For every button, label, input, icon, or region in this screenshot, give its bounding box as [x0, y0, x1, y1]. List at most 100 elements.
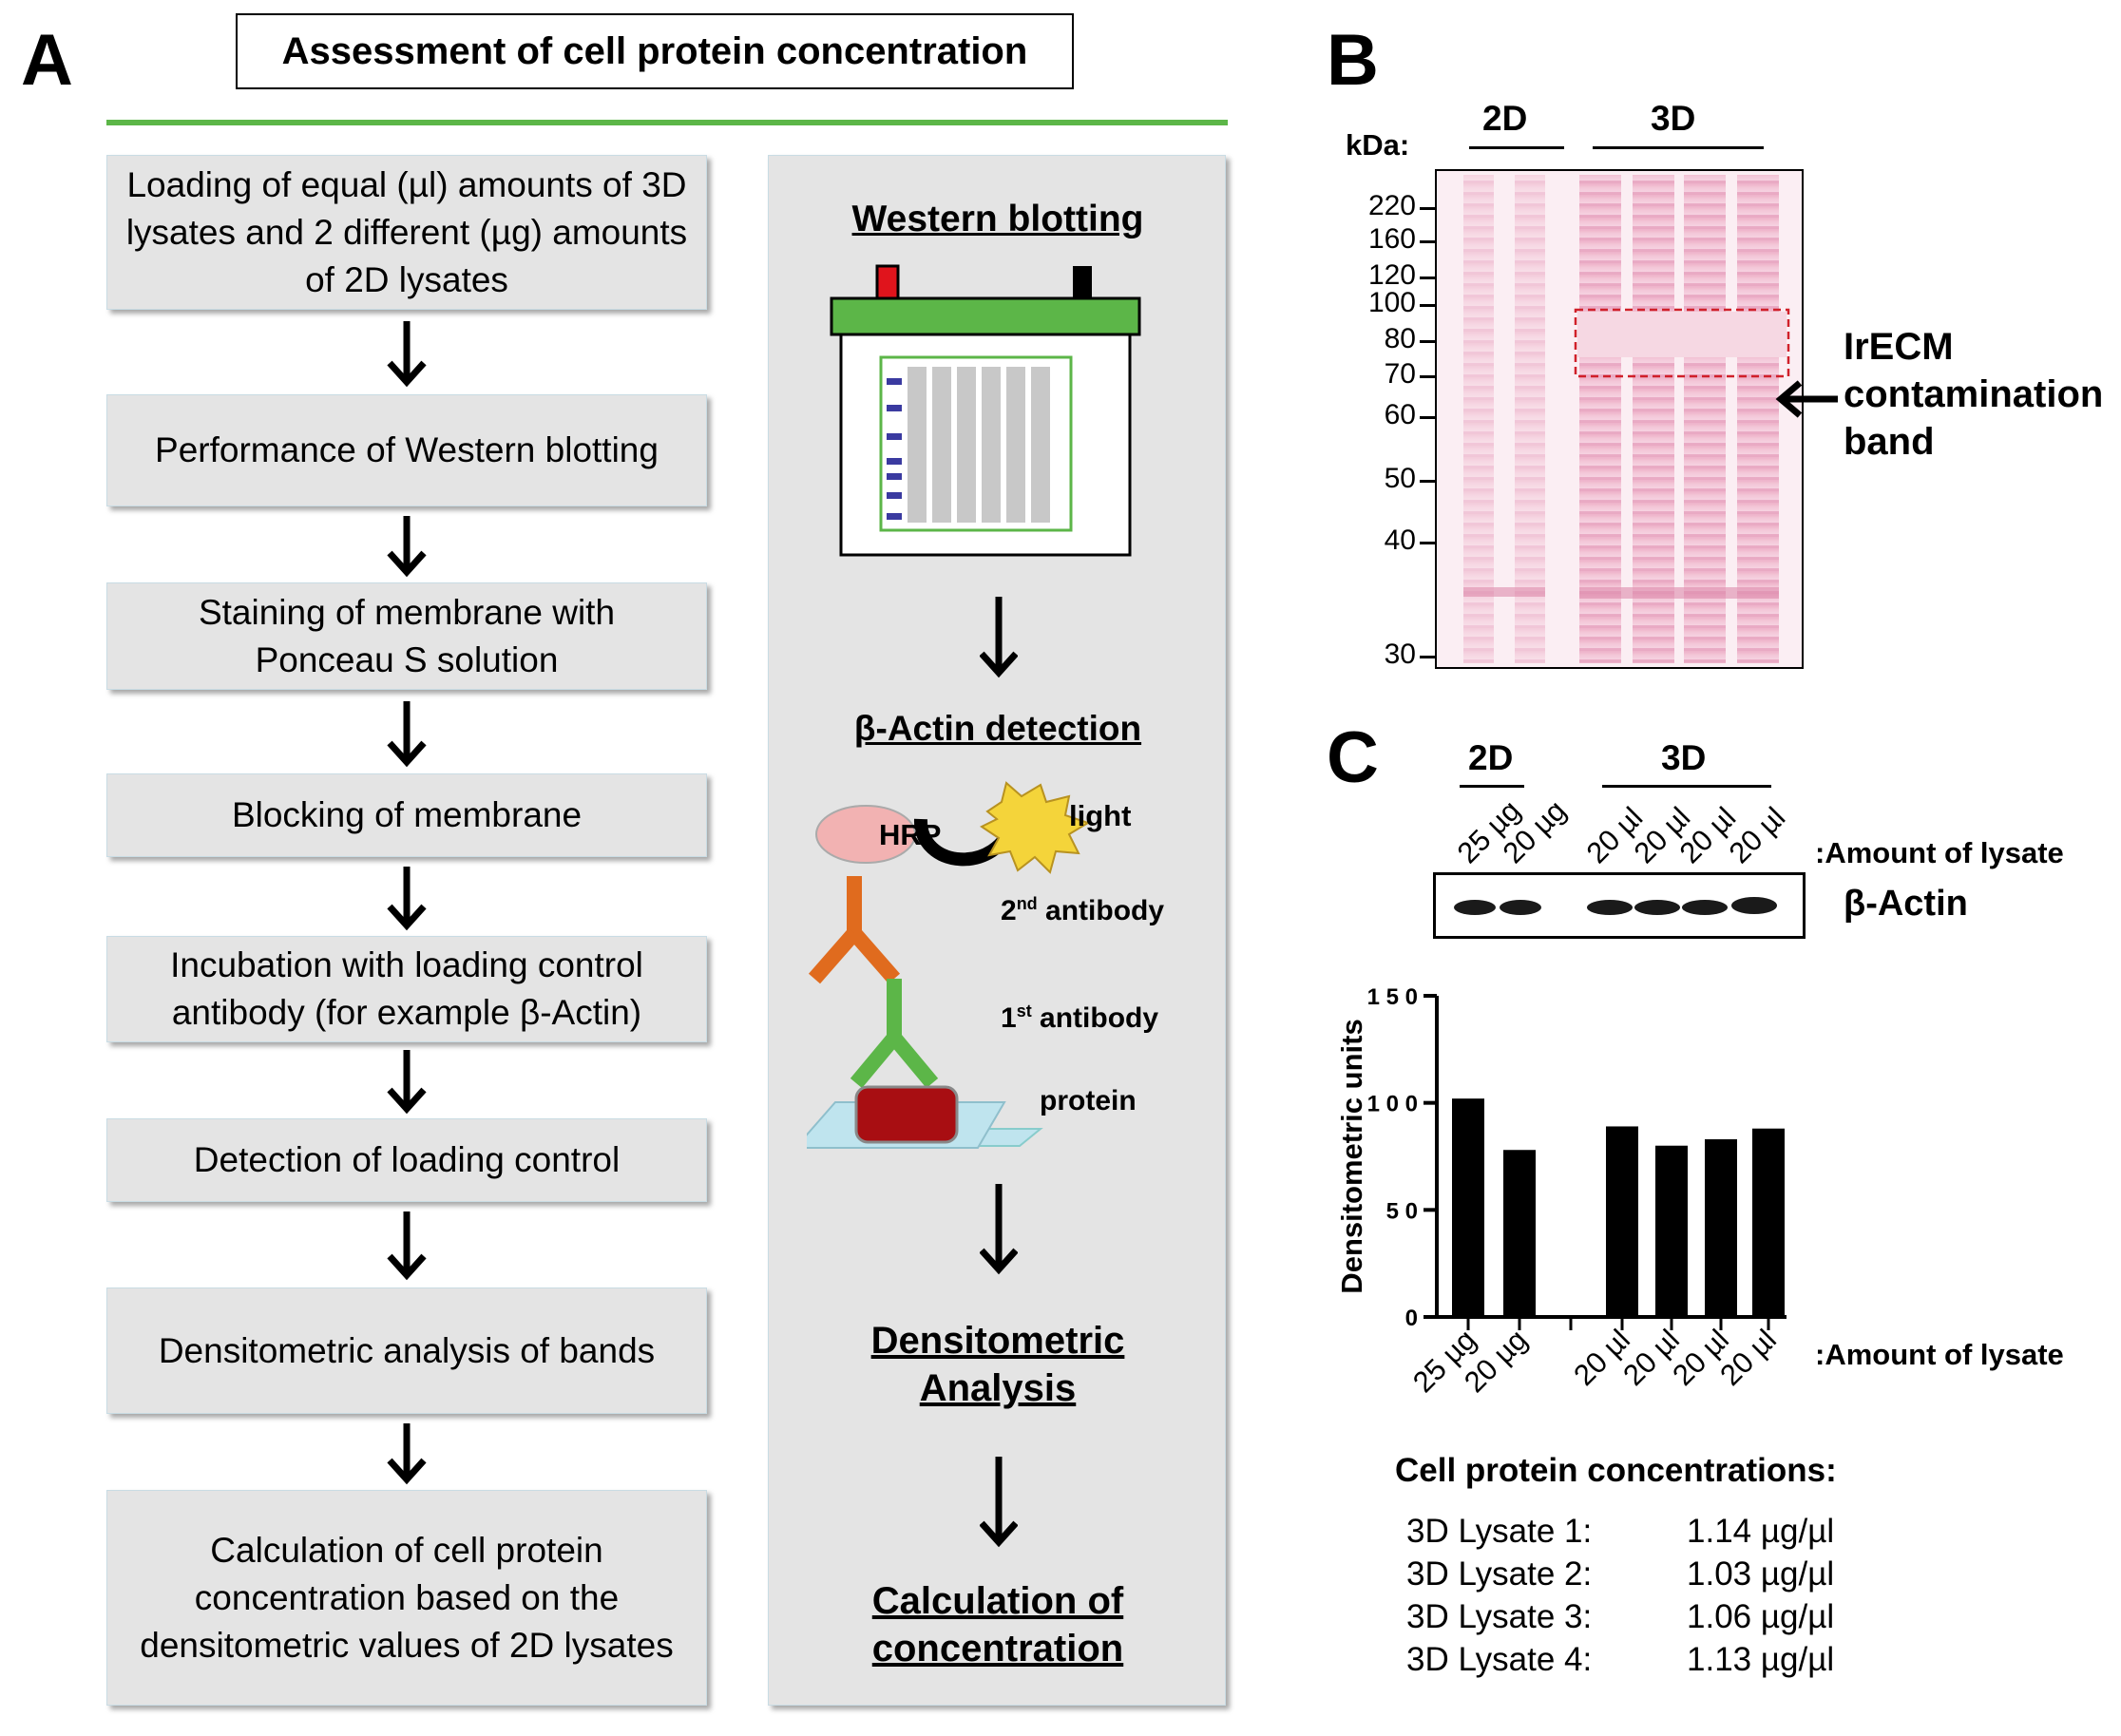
blotting-apparatus-icon	[830, 264, 1141, 557]
flow-step-staining: Staining of membrane with Ponceau S solu…	[106, 582, 707, 690]
hrp-label: HRP	[879, 818, 942, 851]
blot-group-3d: 3D	[1661, 738, 1707, 777]
kda-marker-label: 70	[1384, 358, 1416, 390]
down-arrow-icon	[387, 321, 427, 388]
protein-label: protein	[1040, 1085, 1137, 1116]
calculation-heading: Calculation of concentration	[871, 1580, 1124, 1669]
kda-marker-tick	[1420, 416, 1435, 419]
y-tick-label: 1 5 0	[1367, 984, 1418, 1010]
kda-marker-label: 160	[1367, 223, 1416, 255]
kda-marker-tick	[1420, 207, 1435, 210]
kda-marker-label: 50	[1384, 463, 1416, 494]
blot-group-2d-bar	[1460, 785, 1524, 788]
concentration-value: 1.13 µg/µl	[1687, 1641, 1835, 1678]
flow-step-blocking: Blocking of membrane	[106, 773, 707, 857]
x-tick-label: 20 µl	[1713, 1323, 1783, 1392]
first-antibody-icon	[850, 979, 939, 1089]
concentration-title: Cell protein concentrations:	[1395, 1452, 1837, 1489]
panel-a-letter: A	[21, 20, 73, 101]
down-arrow-icon	[387, 1211, 427, 1281]
group-2d-bar	[1469, 146, 1564, 149]
flow-arrows	[387, 321, 427, 1485]
y-tick-label: 1 0 0	[1367, 1092, 1418, 1117]
kda-marker-label: 60	[1384, 399, 1416, 430]
second-antibody-label: 2nd antibody	[1001, 894, 1165, 926]
panel-a-title: Assessment of cell protein concentration	[236, 13, 1074, 89]
kda-marker-label: 220	[1367, 190, 1416, 221]
chart-amount-label: :Amount of lysate	[1815, 1338, 2064, 1371]
kda-marker-tick	[1420, 656, 1435, 658]
blot-amount-label: :Amount of lysate	[1815, 836, 2064, 869]
concentration-value: 1.14 µg/µl	[1687, 1513, 1835, 1550]
x-tick-label: 20 µl	[1616, 1323, 1686, 1392]
blot-group-2d: 2D	[1468, 738, 1514, 777]
bar	[1655, 1145, 1688, 1317]
kda-marker-label: 120	[1367, 259, 1416, 291]
light-label: light	[1069, 799, 1132, 832]
first-antibody-label: 1st antibody	[1001, 1002, 1159, 1034]
down-arrow-icon	[387, 701, 427, 768]
concentration-value: 1.03 µg/µl	[1687, 1555, 1835, 1593]
irecm-band-label: IrECM contamination band	[1844, 326, 2104, 463]
kda-marker-label: 80	[1384, 323, 1416, 354]
protein-icon	[854, 1085, 959, 1144]
down-arrow-icon	[387, 1423, 427, 1485]
flow-step-incubation: Incubation with loading control antibody…	[106, 936, 707, 1042]
antibody-detection-illustration	[807, 781, 1091, 1149]
down-arrow-icon	[387, 516, 427, 578]
kda-marker-tick	[1420, 375, 1435, 378]
concentration-name: 3D Lysate 2:	[1406, 1555, 1593, 1593]
bar	[1452, 1098, 1484, 1317]
concentration-value: 1.06 µg/µl	[1687, 1598, 1835, 1635]
ponceau-stained-membrane	[1435, 169, 1804, 669]
kda-marker-tick	[1420, 304, 1435, 307]
down-arrow-icon	[387, 867, 427, 931]
y-tick-label: 5 0	[1386, 1198, 1418, 1224]
kda-marker-tick	[1420, 277, 1435, 279]
kda-label: kDa:	[1346, 128, 1410, 162]
second-antibody-icon	[808, 876, 901, 984]
concentration-name: 3D Lysate 1:	[1406, 1513, 1593, 1550]
kda-marker-label: 30	[1384, 639, 1416, 670]
kda-marker-label: 40	[1384, 525, 1416, 556]
down-arrow-icon	[980, 1457, 1018, 1548]
bar	[1705, 1138, 1737, 1317]
flow-step-densitometric: Densitometric analysis of bands	[106, 1288, 707, 1414]
bar	[1606, 1126, 1638, 1317]
flow-step-calculation: Calculation of cell protein concentratio…	[106, 1490, 707, 1706]
workflow-illustration-panel: Western blotting β-Actin detection	[768, 155, 1226, 1706]
kda-marker-tick	[1420, 542, 1435, 544]
flow-step-loading: Loading of equal (µl) amounts of 3D lysa…	[106, 155, 707, 310]
kda-marker-label: 100	[1367, 287, 1416, 318]
gel-group-3d: 3D	[1651, 99, 1696, 138]
actin-western-blot	[1433, 872, 1806, 939]
blot-lane-label: 20 µl	[1722, 800, 1792, 870]
kda-marker-tick	[1420, 340, 1435, 343]
concentration-name: 3D Lysate 4:	[1406, 1641, 1593, 1678]
down-arrow-icon	[387, 1050, 427, 1115]
panel-c-letter: C	[1327, 717, 1379, 798]
left-arrow-icon	[1775, 380, 1838, 418]
y-axis-label: Densitometric units	[1335, 1019, 1368, 1293]
down-arrow-icon	[980, 1184, 1018, 1275]
beta-actin-label: β-Actin	[1844, 884, 1968, 924]
x-tick-label: 20 µl	[1567, 1323, 1636, 1392]
western-blotting-heading: Western blotting	[851, 199, 1144, 239]
kda-marker-tick	[1420, 480, 1435, 483]
kda-marker-tick	[1420, 240, 1435, 243]
hrp-enzyme-icon	[815, 805, 916, 864]
concentration-name: 3D Lysate 3:	[1406, 1598, 1593, 1635]
y-tick-label: 0	[1405, 1306, 1418, 1331]
gel-group-2d: 2D	[1482, 99, 1528, 138]
title-divider	[106, 120, 1228, 125]
bar	[1752, 1128, 1785, 1317]
actin-detection-heading: β-Actin detection	[853, 709, 1142, 748]
down-arrow-icon	[980, 597, 1018, 678]
flow-step-western: Performance of Western blotting	[106, 394, 707, 506]
panel-b-letter: B	[1327, 20, 1379, 101]
flow-step-detection: Detection of loading control	[106, 1118, 707, 1202]
light-burst-icon	[980, 781, 1091, 874]
densitometric-analysis-heading: Densitometric Analysis	[870, 1320, 1125, 1409]
bar	[1503, 1150, 1536, 1317]
